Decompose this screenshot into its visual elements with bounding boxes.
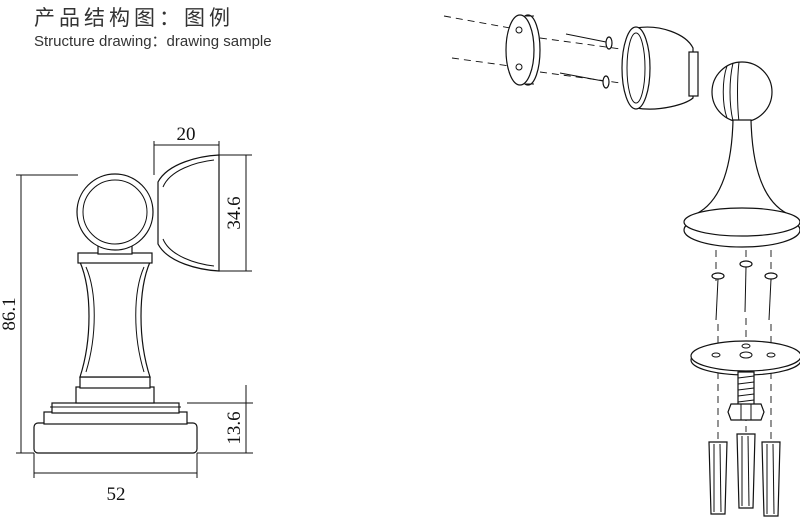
floor-screw bbox=[739, 260, 753, 313]
wall-anchor bbox=[736, 433, 756, 509]
head-cup bbox=[157, 154, 220, 272]
dim-base-width: 52 bbox=[107, 484, 126, 505]
dim-total-height: 86.1 bbox=[0, 297, 20, 330]
base-step-2 bbox=[51, 402, 180, 414]
floor-screw bbox=[764, 272, 778, 321]
ball bbox=[76, 173, 154, 251]
wall-mount-disc bbox=[505, 14, 541, 86]
floor-screw bbox=[711, 272, 725, 321]
wall-anchor bbox=[708, 441, 728, 515]
dim-head-height: 34.6 bbox=[224, 196, 245, 229]
base-plate bbox=[33, 422, 198, 454]
dim-top-width: 20 bbox=[177, 124, 196, 145]
side-view-drawing: 20 34.6 86.1 13.6 52 bbox=[0, 124, 253, 505]
floor-plate bbox=[690, 340, 800, 376]
catch-cup bbox=[621, 26, 699, 110]
lower-ring bbox=[79, 376, 151, 389]
dim-base-height: 13.6 bbox=[224, 411, 245, 444]
wall-screw bbox=[565, 33, 613, 50]
door-stop-stand bbox=[683, 61, 800, 248]
exploded-view-drawing bbox=[443, 14, 800, 517]
base-step-1 bbox=[43, 411, 188, 425]
wall-screw bbox=[559, 72, 610, 89]
page-title-english: Structure drawing：drawing sample bbox=[34, 33, 272, 50]
threaded-bolt bbox=[727, 371, 765, 421]
wall-anchor bbox=[761, 441, 781, 517]
page-title-chinese: 产品结构图：图例 bbox=[34, 6, 234, 30]
lower-collar bbox=[75, 386, 155, 404]
